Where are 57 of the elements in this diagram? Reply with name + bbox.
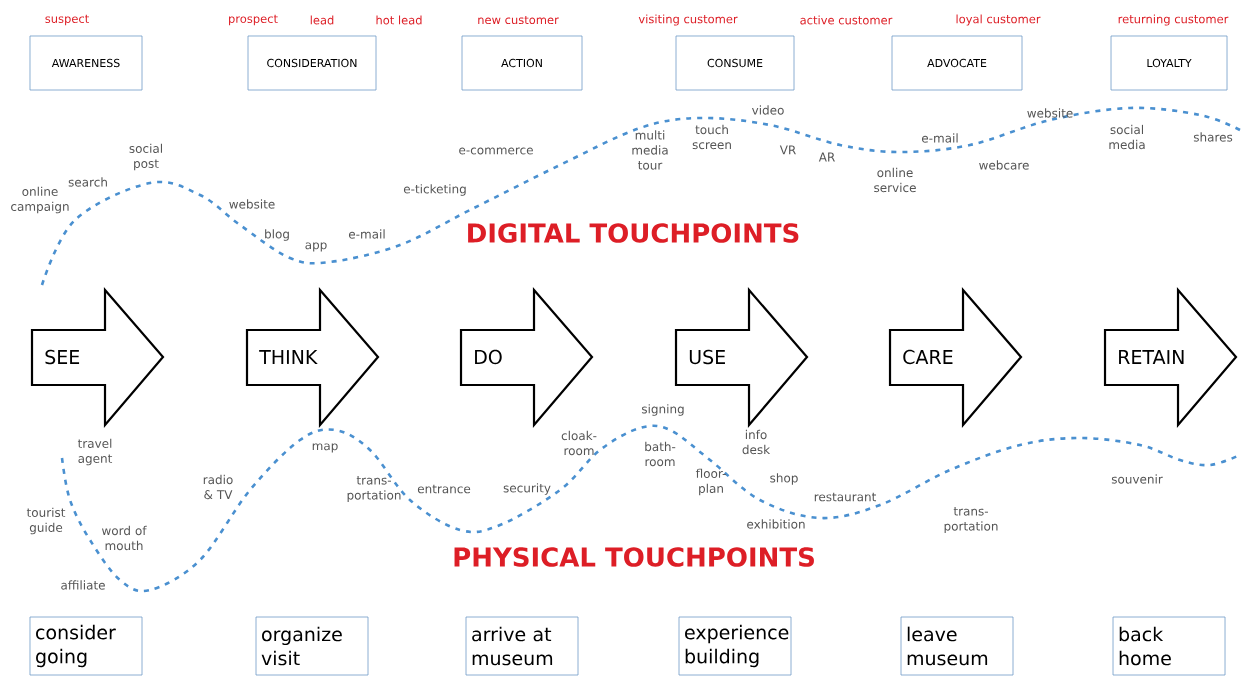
touchpoint-label: social media xyxy=(1109,124,1145,150)
touchpoint-label: e-mail xyxy=(348,229,385,239)
activity-box: back home xyxy=(1112,616,1226,676)
touchpoint-label: entrance xyxy=(417,484,471,494)
stage-label: suspect xyxy=(45,14,89,26)
touchpoint-label: multi media tour xyxy=(632,130,668,170)
touchpoint-label: word of mouth xyxy=(101,525,147,551)
stage-box: ADVOCATE xyxy=(891,35,1023,91)
activity-box: consider going xyxy=(29,616,143,676)
stage-box: AWARENESS xyxy=(29,35,143,91)
stage-box: CONSIDERATION xyxy=(247,35,377,91)
touchpoint-label: website xyxy=(229,199,275,209)
stage-label: active customer xyxy=(800,15,893,25)
touchpoint-label: e-mail xyxy=(921,133,958,143)
touchpoint-label: webcare xyxy=(979,160,1029,170)
touchpoint-label: shares xyxy=(1193,132,1233,142)
stage-label: hot lead xyxy=(376,15,422,25)
touchpoint-label: map xyxy=(312,443,338,453)
touchpoint-label: souvenir xyxy=(1111,474,1163,484)
touchpoint-label: trans-portation xyxy=(347,476,401,502)
touchpoint-label: security xyxy=(503,483,551,495)
stage-box: LOYALTY xyxy=(1110,35,1228,91)
touchpoint-label: search xyxy=(68,177,107,187)
touchpoint-label: e-ticketing xyxy=(403,184,466,196)
activity-box: organize visit xyxy=(255,616,369,676)
stage-label: loyal customer xyxy=(956,14,1041,26)
touchpoint-label: affiliate xyxy=(61,580,105,590)
stage-label: prospect xyxy=(229,14,278,26)
stage-box: CONSUME xyxy=(675,35,795,91)
activity-box: arrive at museum xyxy=(465,616,579,676)
stage-label: lead xyxy=(310,15,334,25)
touchpoint-label: touch screen xyxy=(692,124,731,150)
touchpoint-label: floor-plan xyxy=(695,468,726,496)
activity-box: leave museum xyxy=(900,616,1014,676)
section-title: DIGITAL TOUCHPOINTS xyxy=(468,223,799,243)
touchpoint-label: exhibition xyxy=(747,519,805,529)
touchpoint-label: video xyxy=(752,105,784,115)
touchpoint-label: restaurant xyxy=(814,492,877,502)
stage-label: visiting customer xyxy=(638,14,738,26)
touchpoint-label: online service xyxy=(874,167,916,193)
stage-label: new customer xyxy=(478,15,559,25)
touchpoint-label: tourist guide xyxy=(26,507,66,535)
touchpoint-label: shop xyxy=(770,473,798,485)
touchpoint-label: AR xyxy=(818,152,835,162)
touchpoint-label: trans-portation xyxy=(944,507,998,533)
section-title: PHYSICAL TOUCHPOINTS xyxy=(454,547,814,567)
stage-box: ACTION xyxy=(461,35,583,91)
touchpoint-label: online campaign xyxy=(11,186,69,214)
touchpoint-label: website xyxy=(1027,108,1073,118)
touchpoint-label: e-commerce xyxy=(459,147,533,155)
activity-box: experience building xyxy=(678,616,792,676)
touchpoint-label: app xyxy=(305,242,327,252)
touchpoint-label: VR xyxy=(779,145,796,155)
stage-label: returning customer xyxy=(1118,14,1229,26)
touchpoint-label: social post xyxy=(129,143,162,171)
touchpoint-label: radio & TV xyxy=(203,474,233,500)
touchpoint-label: blog xyxy=(265,229,289,241)
